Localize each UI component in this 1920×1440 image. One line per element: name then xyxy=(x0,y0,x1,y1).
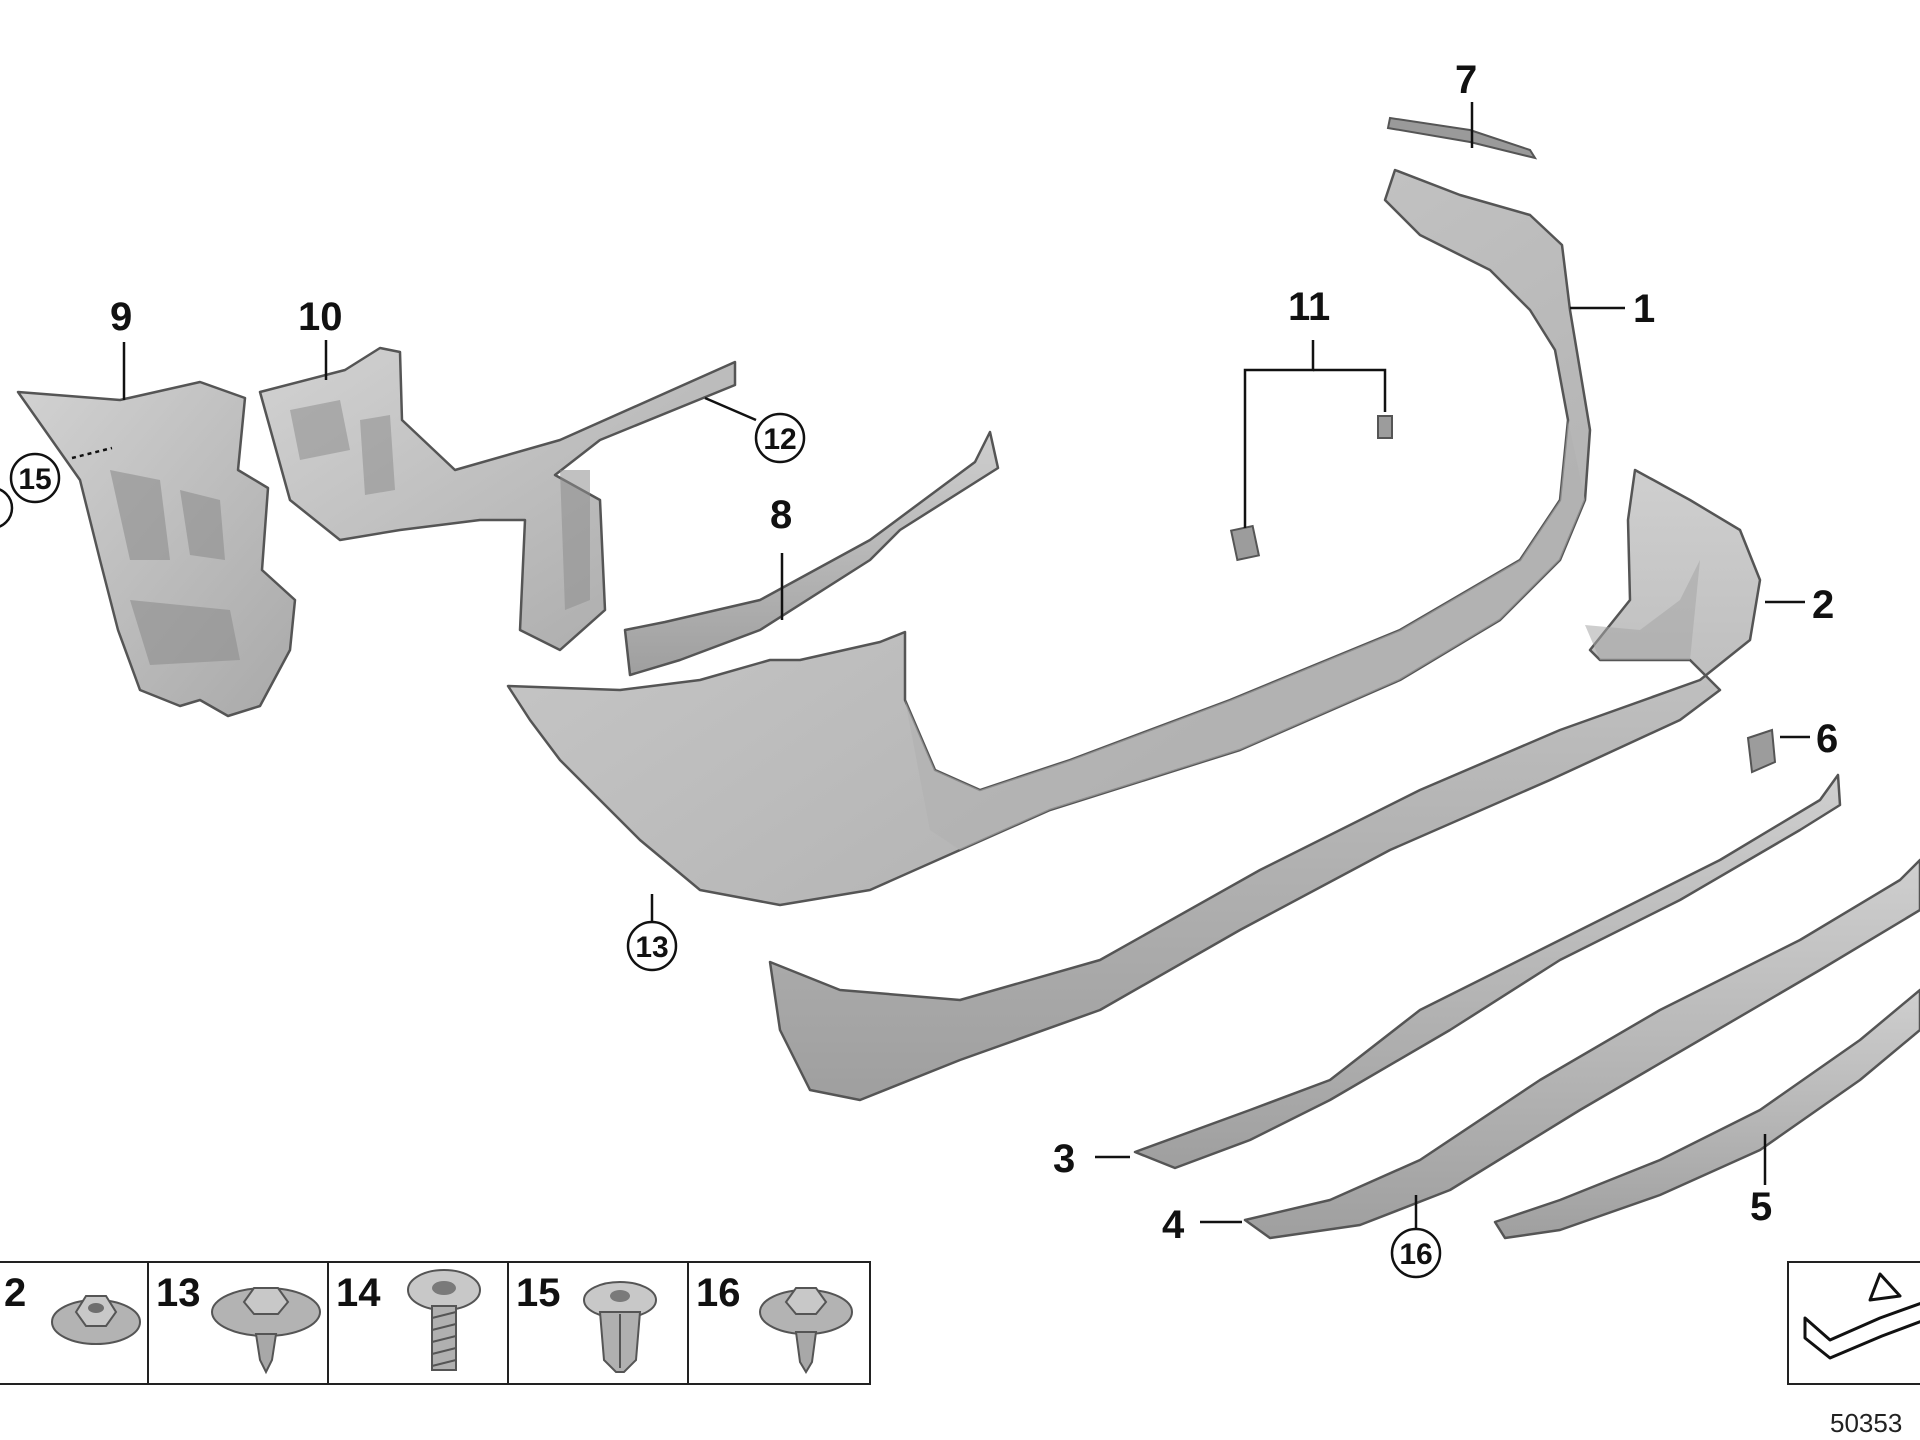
circled-callout-12: 12 xyxy=(754,412,806,464)
callout-6: 6 xyxy=(1816,717,1838,761)
callout-8: 8 xyxy=(770,493,792,537)
trim-3-part xyxy=(1133,773,1842,1170)
plug-rivet-icon xyxy=(583,1281,657,1373)
center-bracket-part xyxy=(623,430,1000,677)
lower-panel-shade xyxy=(1585,560,1700,660)
carrier-upper-detail xyxy=(290,400,590,610)
reference-number: 50353 xyxy=(1830,1408,1902,1438)
screw-icon xyxy=(407,1269,481,1371)
collar-screw-icon xyxy=(759,1287,853,1374)
carrier-upper-part xyxy=(258,346,737,652)
trim-5-part xyxy=(1493,988,1920,1240)
insert-part xyxy=(1746,728,1777,774)
clip-part xyxy=(1229,524,1261,562)
bracket-left-detail xyxy=(110,470,240,665)
circled-callout-13: 13 xyxy=(626,920,678,972)
callout-5: 5 xyxy=(1750,1185,1772,1229)
trim-strip-part xyxy=(1386,116,1538,160)
bumper-cover-shade xyxy=(905,420,1585,850)
orientation-arrow-box xyxy=(1787,1261,1920,1385)
circled-callout-16: 16 xyxy=(1390,1227,1442,1279)
lower-panel-part xyxy=(768,468,1762,1102)
table-cell-number: 15 xyxy=(516,1271,561,1315)
callout-9: 9 xyxy=(110,295,132,339)
svg-text:15: 15 xyxy=(18,463,51,496)
svg-text:13: 13 xyxy=(635,931,668,964)
nut-icon xyxy=(51,1295,141,1345)
leader-line xyxy=(71,446,113,460)
table-cell-number: 14 xyxy=(336,1271,381,1315)
circled-callout-15: 15 xyxy=(9,452,61,504)
leader-line xyxy=(1313,368,1387,412)
circled-callout-partial xyxy=(0,488,14,528)
leader-line xyxy=(704,396,757,422)
table-cell-number: 16 xyxy=(696,1271,741,1315)
fastener-table: 2 13 14 15 16 xyxy=(0,1261,871,1385)
direction-arrow-icon xyxy=(1803,1302,1920,1360)
callout-3: 3 xyxy=(1053,1137,1075,1181)
callout-2: 2 xyxy=(1812,583,1834,627)
callout-4: 4 xyxy=(1162,1203,1185,1247)
callout-1: 1 xyxy=(1633,287,1655,331)
svg-text:12: 12 xyxy=(763,423,796,456)
clip-part xyxy=(1377,415,1393,439)
svg-text:16: 16 xyxy=(1399,1238,1432,1271)
table-cell-number: 2 xyxy=(4,1271,26,1315)
callout-7: 7 xyxy=(1455,58,1477,102)
trim-4-part xyxy=(1243,858,1920,1240)
expanding-rivet-icon xyxy=(211,1287,321,1375)
leader-line xyxy=(1243,340,1315,528)
callout-11: 11 xyxy=(1288,285,1330,329)
table-cell-number: 13 xyxy=(156,1271,201,1315)
callout-10: 10 xyxy=(298,295,343,339)
